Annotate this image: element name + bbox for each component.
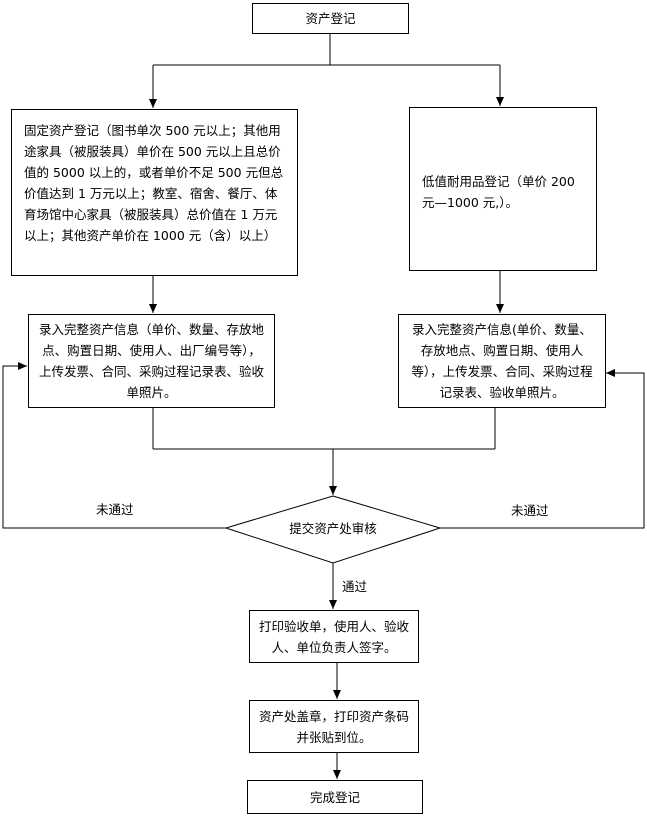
arrow-fail-right [440,369,645,529]
stamp-node: 资产处盖章，打印资产条码并张贴到位。 [249,700,419,753]
start-node: 资产登记 [252,3,409,34]
entry-left-text: 录入完整资产信息（单价、数量、存放地点、购置日期、使用人、出厂编号等），上传发票… [39,322,265,400]
low-value-text: 低值耐用品登记（单价 200 元—1000 元,）。 [422,174,575,210]
print-receipt-text: 打印验收单，使用人、验收人、单位负责人签字。 [258,618,409,655]
fixed-asset-text: 固定资产登记（图书单次 500 元以上；其他用途家具（被服装具）单价在 500 … [24,123,284,243]
finish-node: 完成登记 [247,780,423,814]
fail-right-label: 未通过 [511,503,549,518]
finish-text: 完成登记 [309,789,360,805]
print-receipt-node: 打印验收单，使用人、验收人、单位负责人签字。 [249,610,419,663]
arrow-fail-left [2,362,226,529]
entry-left-node: 录入完整资产信息（单价、数量、存放地点、购置日期、使用人、出厂编号等），上传发票… [28,314,275,408]
review-diamond [224,495,442,564]
start-node-label: 资产登记 [305,11,356,26]
review-label: 提交资产处审核 [253,521,413,537]
entry-right-text: 录入完整资产信息(单价、数量、存放地点、购置日期、使用人等），上传发票、合同、采… [411,322,593,400]
entry-right-node: 录入完整资产信息(单价、数量、存放地点、购置日期、使用人等），上传发票、合同、采… [398,314,606,408]
low-value-node: 低值耐用品登记（单价 200 元—1000 元,）。 [409,107,597,271]
fixed-asset-node: 固定资产登记（图书单次 500 元以上；其他用途家具（被服装具）单价在 500 … [11,109,298,276]
pass-label: 通过 [342,579,368,594]
stamp-text: 资产处盖章，打印资产条码并张贴到位。 [258,708,409,745]
review-text: 提交资产处审核 [289,521,377,536]
fail-left-label: 未通过 [96,502,134,517]
